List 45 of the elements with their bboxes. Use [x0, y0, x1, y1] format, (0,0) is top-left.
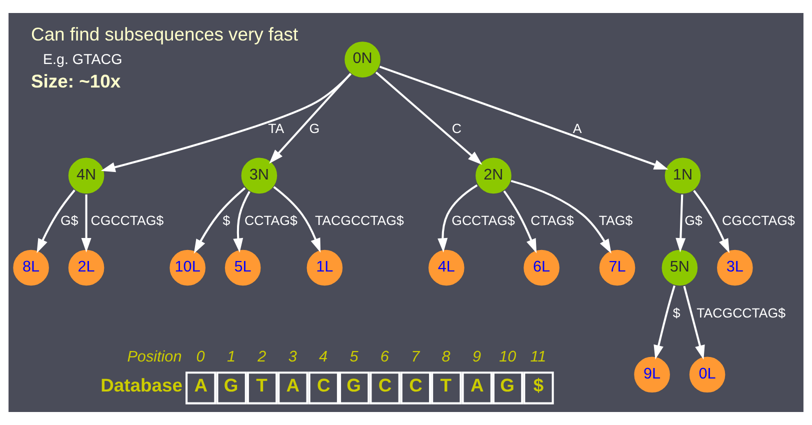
edge-label: TA	[268, 121, 284, 136]
label: Can find subsequences very fast	[31, 24, 298, 45]
label: G	[346, 374, 361, 396]
label: 10	[499, 348, 516, 366]
label: $	[533, 374, 544, 396]
label: 6	[380, 348, 389, 366]
label: 3	[288, 348, 297, 366]
label: C	[409, 374, 422, 396]
edge-label: GCCTAG$	[452, 213, 515, 228]
label: T	[440, 374, 452, 396]
label: Position	[127, 348, 182, 366]
edge-label: CGCCTAG$	[722, 213, 795, 228]
label: G	[224, 374, 238, 396]
label: 0	[196, 348, 205, 366]
label: E.g. GTACG	[42, 52, 122, 68]
label: A	[470, 374, 484, 396]
edge-label: $	[222, 213, 230, 228]
edge-label: TACGCCTAG$	[696, 305, 786, 320]
edge-label: G$	[60, 213, 78, 228]
label: 7	[411, 348, 420, 366]
label: 11	[530, 348, 546, 366]
label: A	[286, 374, 300, 396]
label: C	[316, 374, 330, 396]
label: T	[256, 374, 268, 396]
label: C	[378, 374, 392, 396]
edge-label: TAG$	[598, 213, 633, 228]
label: 2	[258, 348, 266, 366]
label: 1	[226, 348, 236, 366]
edge-label: C	[452, 121, 462, 136]
label: 9	[472, 348, 482, 366]
label: Database	[100, 374, 182, 396]
edge-label: CGCCTAG$	[90, 213, 164, 228]
edge-label: G	[309, 121, 320, 136]
edge-label: CCTAG$	[244, 213, 298, 228]
edge-label: $	[672, 305, 680, 320]
label: 8	[442, 348, 450, 366]
edge-label: CTAG$	[530, 213, 574, 228]
label: A	[194, 374, 208, 396]
label: G	[500, 374, 514, 396]
edge-label: G$	[684, 213, 702, 228]
edge-label: TACGCCTAG$	[315, 213, 404, 228]
label: Size: ~10x	[31, 70, 121, 92]
label: 4	[319, 348, 328, 366]
edge-label: A	[572, 121, 582, 136]
label: 5	[350, 348, 358, 366]
